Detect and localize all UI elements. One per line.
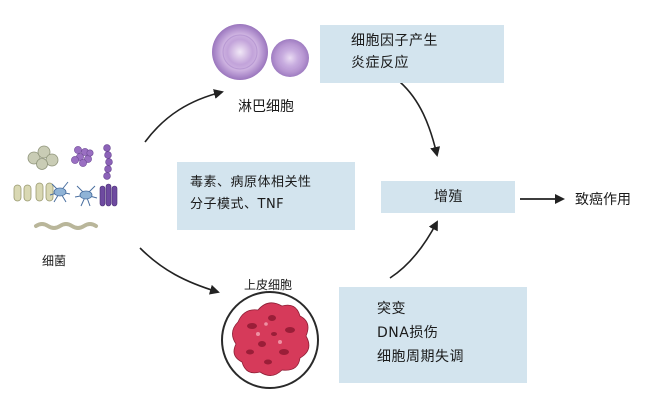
epithelial-cell-icon xyxy=(221,291,319,389)
lymphocyte-label: 淋巴细胞 xyxy=(238,99,294,115)
mutations-line-3: 细胞周期失调 xyxy=(377,349,464,365)
arrow-bacteria-to-lymphocyte xyxy=(144,89,224,143)
toxins-line-1: 毒素、病原体相关性 xyxy=(190,175,312,190)
mutations-line-1: 突变 xyxy=(377,301,406,317)
mutations-box xyxy=(339,287,527,383)
cytokines-line-2: 炎症反应 xyxy=(351,55,409,71)
proliferation-box xyxy=(381,181,515,213)
arrow-epithelial-to-proliferation xyxy=(389,220,438,279)
toxins-box xyxy=(177,162,355,230)
lymphocyte-icon xyxy=(212,24,309,80)
carcinogenic-label: 致癌作用 xyxy=(575,192,631,208)
toxins-line-2: 分子模式、TNF xyxy=(190,197,285,212)
cytokines-line-1: 细胞因子产生 xyxy=(351,33,438,49)
proliferation-label: 增殖 xyxy=(434,189,463,205)
bacteria-label: 细菌 xyxy=(42,254,67,268)
bacteria-icon xyxy=(13,144,118,230)
mutations-line-2: DNA损伤 xyxy=(377,325,439,341)
arrow-cytokines-to-proliferation xyxy=(399,81,441,157)
cytokines-box xyxy=(320,25,504,83)
epithelial-label: 上皮细胞 xyxy=(244,278,293,292)
arrow-bacteria-to-epithelial xyxy=(139,247,220,295)
